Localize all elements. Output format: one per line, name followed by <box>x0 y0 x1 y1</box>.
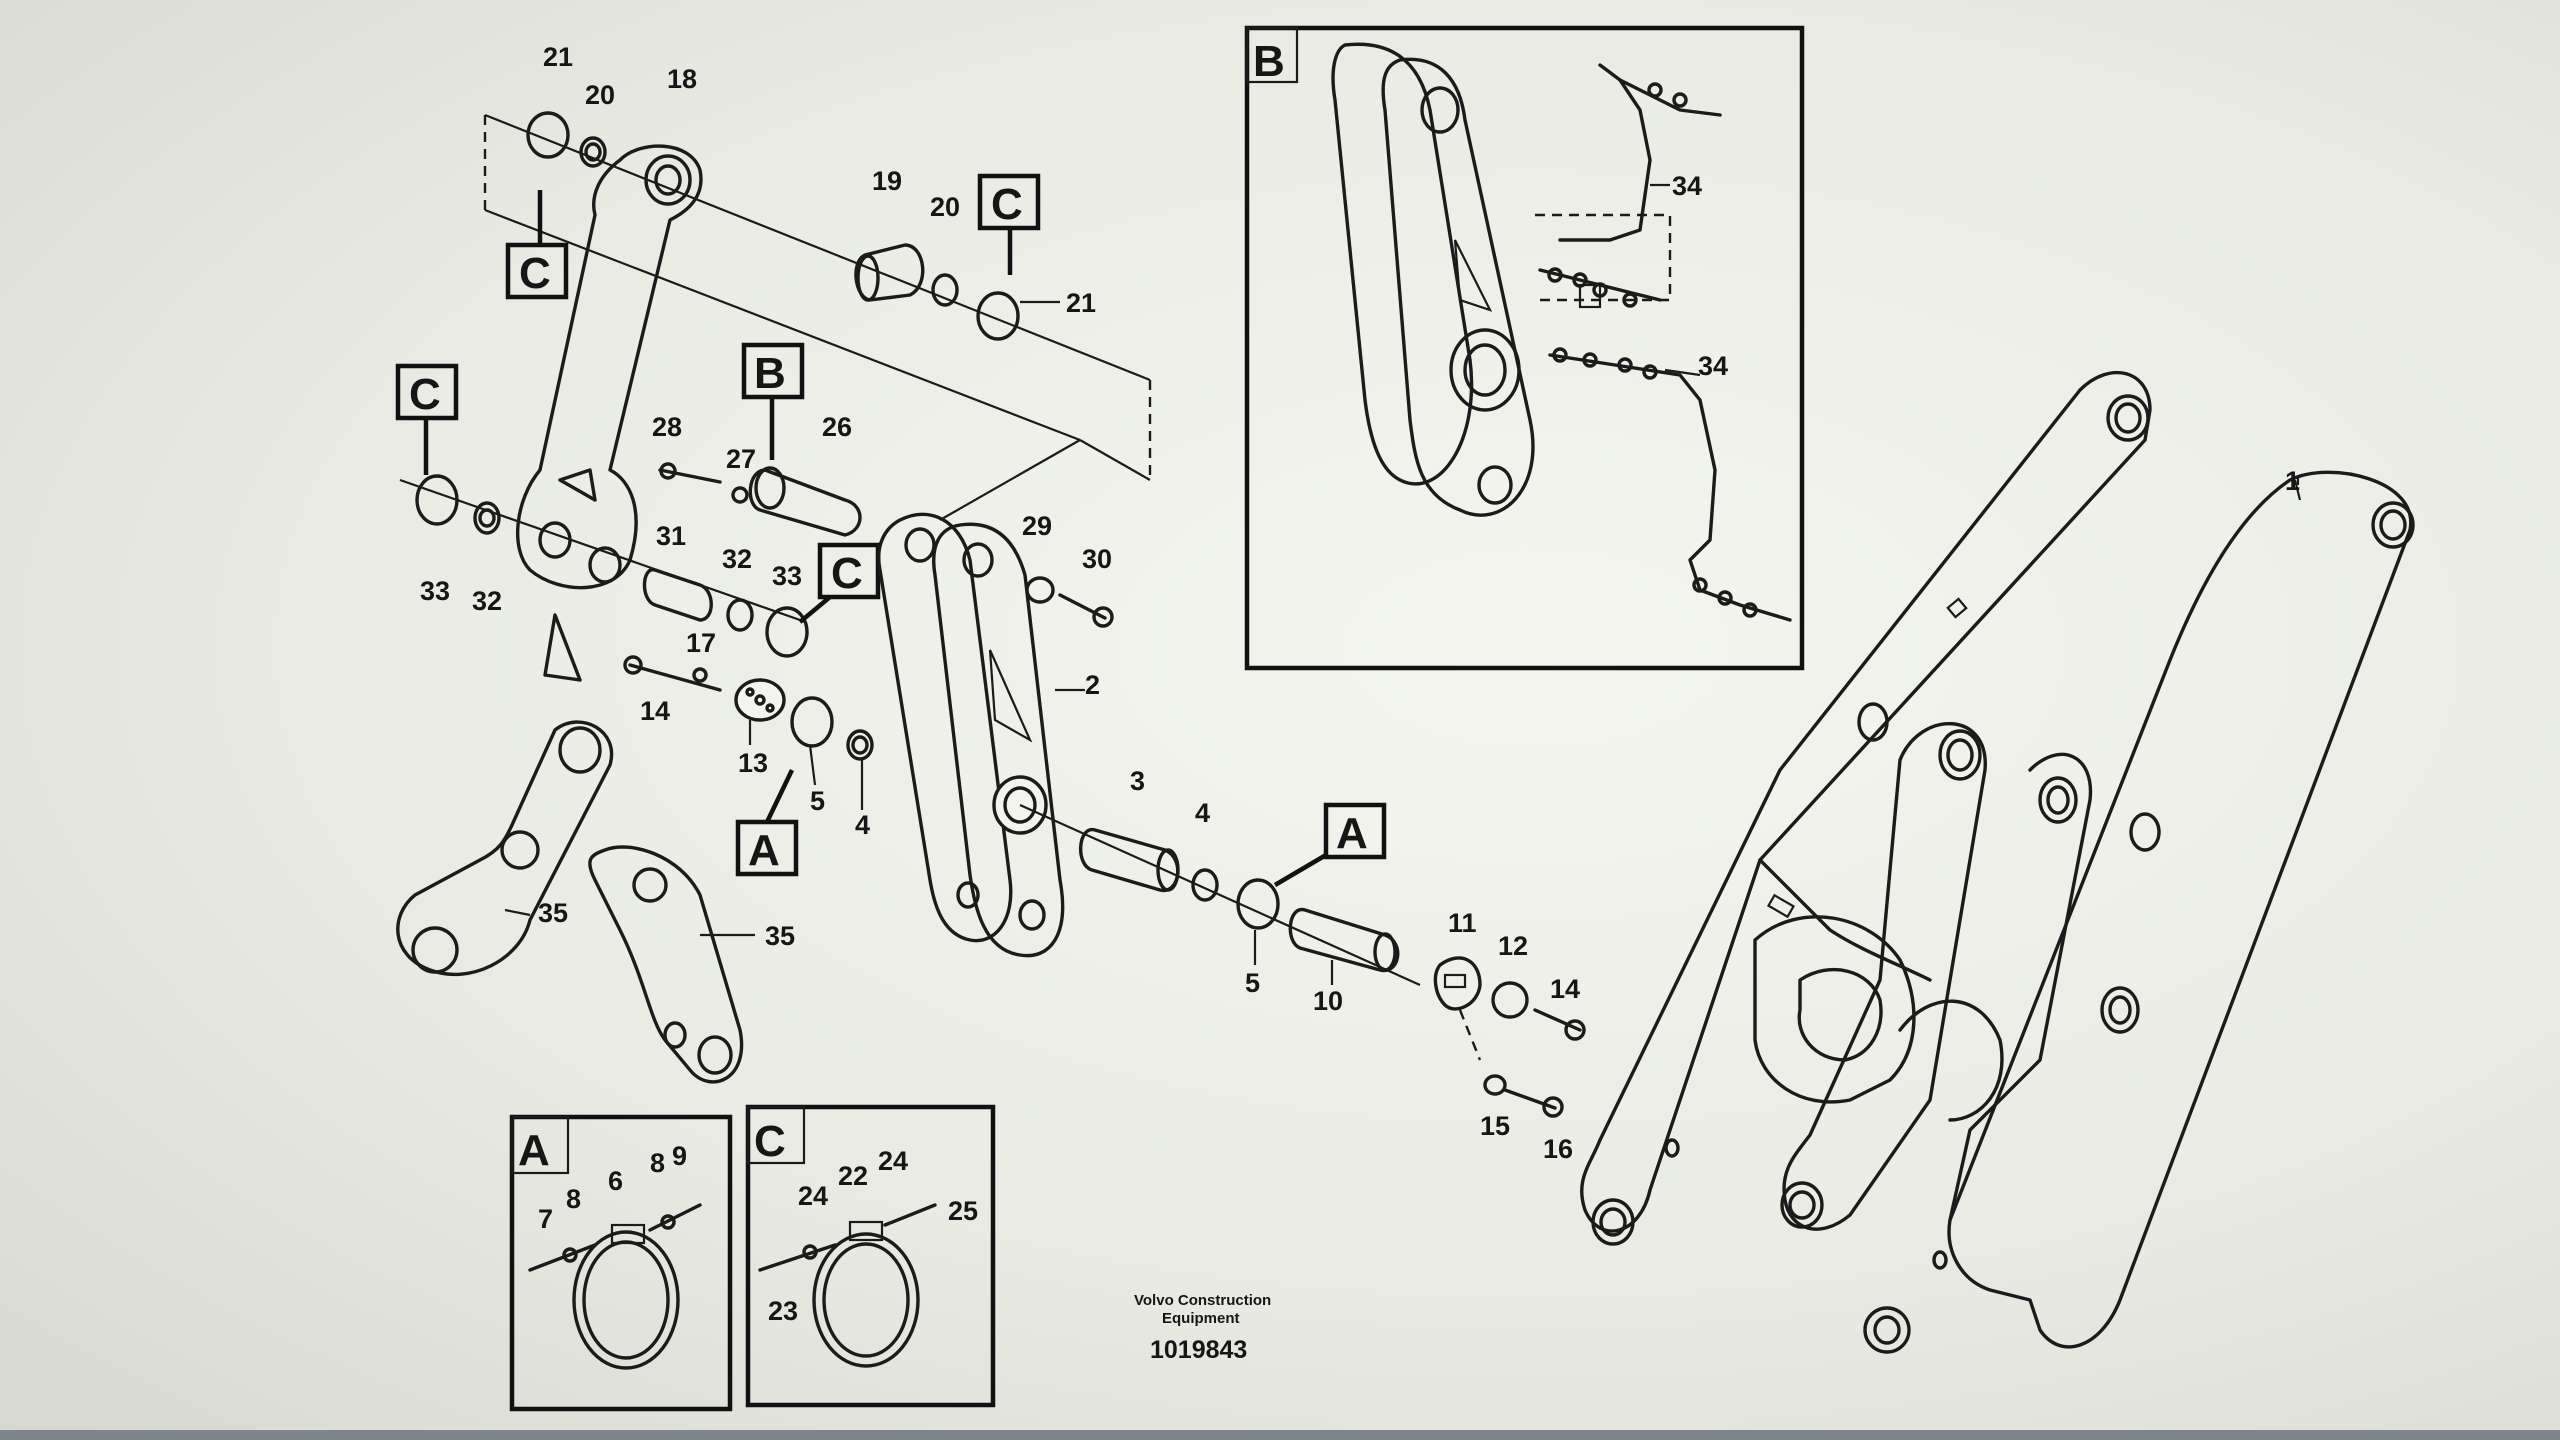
callout-9-a: 9 <box>672 1141 687 1171</box>
publisher-line-2: Equipment <box>1162 1310 1240 1327</box>
svg-text:B: B <box>754 349 786 398</box>
detail-b-letter: B <box>1253 37 1285 86</box>
callout-3: 3 <box>1130 766 1145 796</box>
bellcrank-2: 2 <box>877 512 1100 958</box>
callout-33-left: 33 <box>420 576 450 606</box>
svg-text:A: A <box>748 826 780 875</box>
callout-20-top: 20 <box>585 80 615 110</box>
callout-33-mid: 33 <box>772 561 802 591</box>
callout-34-upper: 34 <box>1672 171 1702 201</box>
detail-c-ref-4: C <box>798 542 881 624</box>
detail-a-inset: A 7 8 6 8 9 <box>509 1114 733 1412</box>
callout-30: 30 <box>1082 544 1112 574</box>
svg-text:C: C <box>831 549 863 598</box>
svg-text:C: C <box>409 370 441 419</box>
detail-b-ref: B <box>741 342 805 460</box>
callout-16: 16 <box>1543 1134 1573 1164</box>
callout-11: 11 <box>1448 908 1477 938</box>
callout-35-right: 35 <box>765 921 795 951</box>
callout-1: 1 <box>2285 466 2300 496</box>
detail-c-ref-2: C <box>977 173 1041 275</box>
callout-7-a: 7 <box>538 1204 553 1234</box>
callout-12: 12 <box>1498 931 1528 961</box>
callout-5-left: 5 <box>810 786 825 816</box>
detail-a-ref-2: A <box>1273 802 1387 887</box>
detail-a-ref-1: A <box>735 769 799 877</box>
callout-4-left: 4 <box>855 810 870 840</box>
link-35: 35 35 <box>396 720 795 1084</box>
publisher-line-1: Volvo Construction <box>1134 1292 1271 1309</box>
callout-14-right: 14 <box>1550 974 1580 1004</box>
callout-27: 27 <box>726 444 756 474</box>
callout-8-a1: 8 <box>566 1184 581 1214</box>
callout-26: 26 <box>822 412 852 442</box>
svg-text:C: C <box>519 249 551 298</box>
callout-17: 17 <box>686 628 716 658</box>
detail-a-letter: A <box>518 1126 550 1175</box>
callout-14-left: 14 <box>640 696 670 726</box>
ring-21-top <box>526 111 570 159</box>
callout-8-a2: 8 <box>650 1148 665 1178</box>
callout-4-mid: 4 <box>1195 798 1210 828</box>
screen-bottom-edge <box>0 1430 2560 1440</box>
callout-5-mid: 5 <box>1245 968 1260 998</box>
detail-c-ref-3: C <box>395 363 459 475</box>
callout-32-left: 32 <box>472 586 502 616</box>
callout-23-c: 23 <box>768 1296 798 1326</box>
callout-20-mid: 20 <box>930 192 960 222</box>
callout-29: 29 <box>1022 511 1052 541</box>
callout-2: 2 <box>1085 670 1100 700</box>
detail-c-letter: C <box>754 1117 786 1166</box>
callout-18: 18 <box>667 64 697 94</box>
svg-text:A: A <box>1336 809 1368 858</box>
callout-21-mid: 21 <box>1066 288 1096 318</box>
callout-31: 31 <box>656 521 686 551</box>
callout-6-a: 6 <box>608 1166 623 1196</box>
callout-32-mid: 32 <box>722 544 752 574</box>
detail-c-ref-1: C <box>505 190 569 300</box>
detail-c-inset: C 24 22 24 25 23 <box>745 1104 996 1408</box>
callout-34-lower: 34 <box>1698 351 1728 381</box>
callout-24-c2: 24 <box>878 1146 908 1176</box>
callout-10: 10 <box>1313 986 1343 1016</box>
callout-35-left: 35 <box>538 898 568 928</box>
callout-24-c1: 24 <box>798 1181 828 1211</box>
callout-13: 13 <box>738 748 768 778</box>
callout-15: 15 <box>1480 1111 1510 1141</box>
callout-21-top: 21 <box>543 42 573 72</box>
detail-b-inset: B 34 34 <box>1244 25 1805 671</box>
reference-number: 1019843 <box>1150 1336 1247 1364</box>
callout-25-c: 25 <box>948 1196 978 1226</box>
callout-19: 19 <box>872 166 902 196</box>
callout-22-c: 22 <box>838 1161 868 1191</box>
callout-28: 28 <box>652 412 682 442</box>
lift-arm-frame-1: 1 <box>1580 370 2415 1354</box>
svg-text:C: C <box>991 180 1023 229</box>
